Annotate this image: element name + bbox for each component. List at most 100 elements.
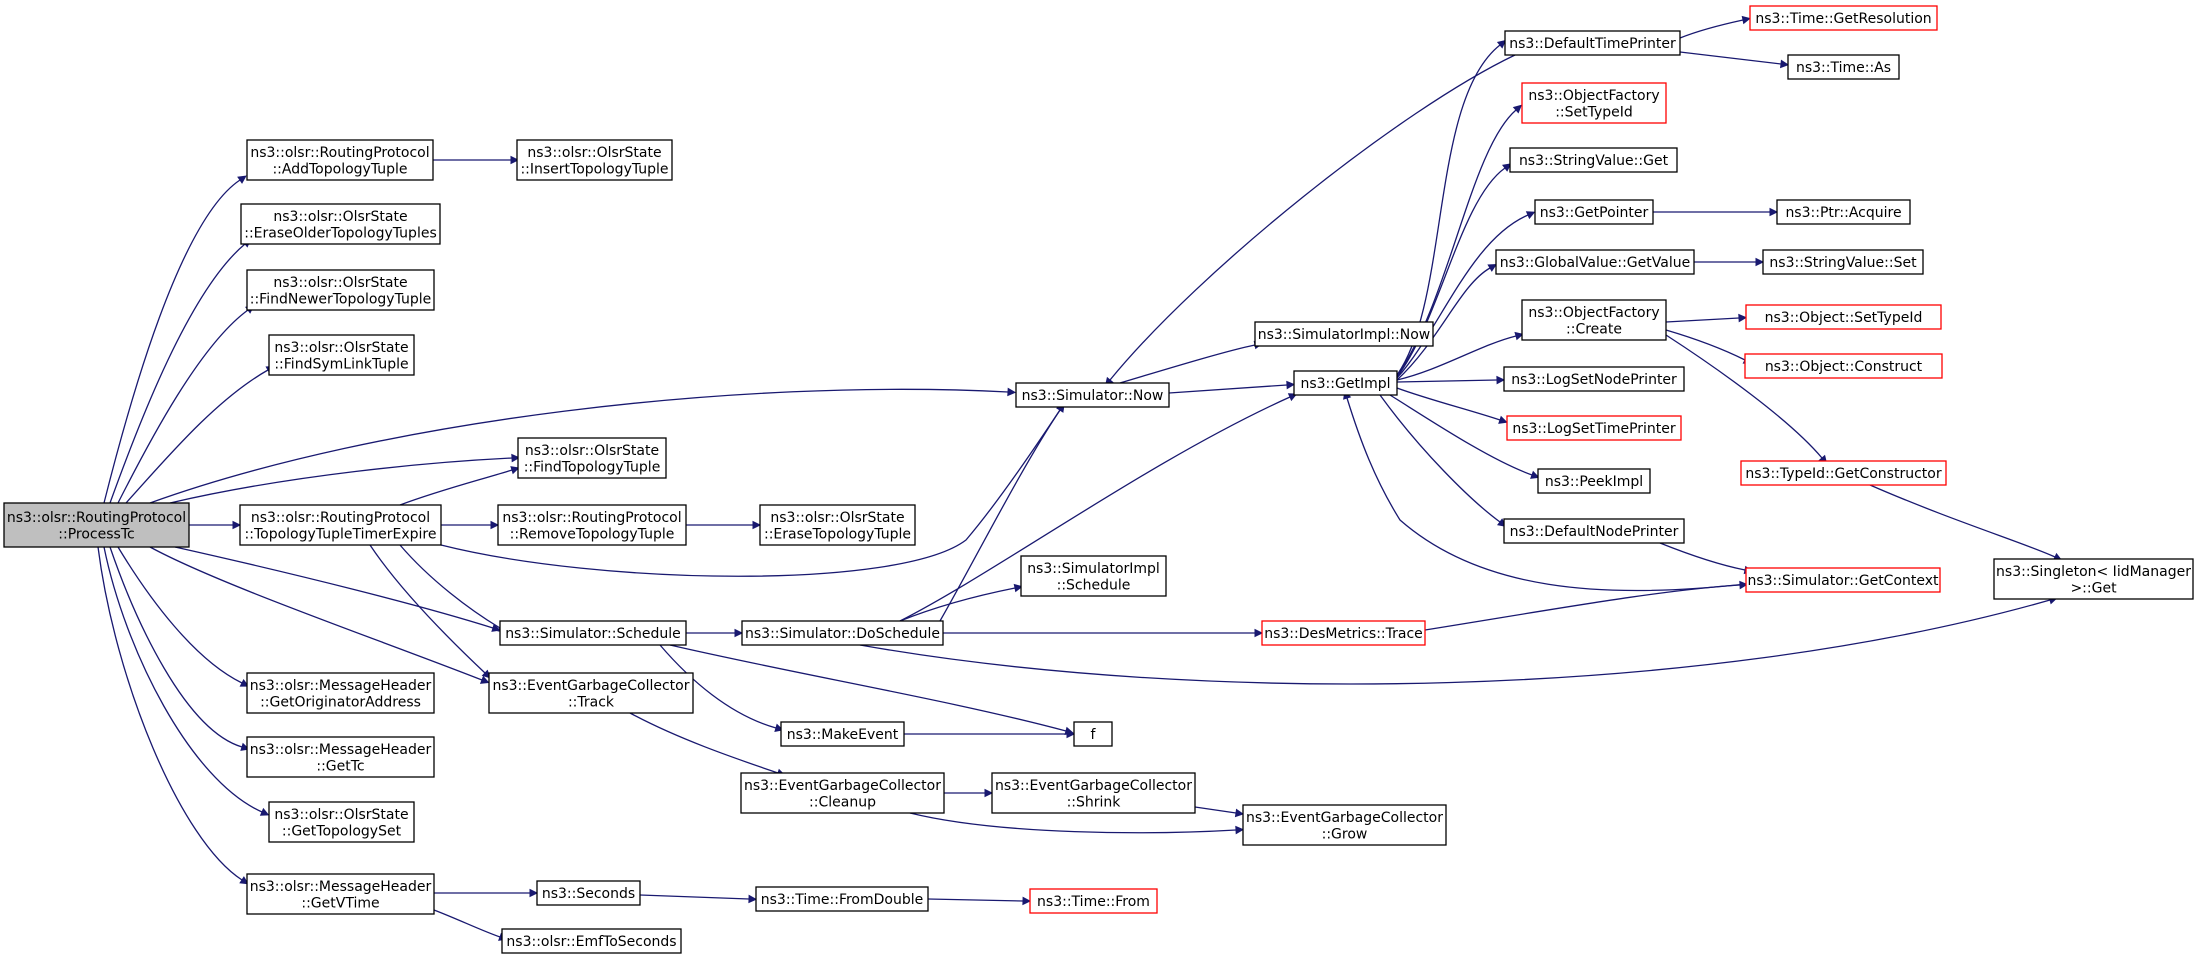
- node-seconds[interactable]: ns3::Seconds: [536, 880, 641, 906]
- edge-arrowhead: [1496, 375, 1506, 385]
- node-stringset[interactable]: ns3::StringValue::Set: [1762, 249, 1924, 275]
- node-getvtime[interactable]: ns3::olsr::MessageHeader::GetVTime: [246, 873, 435, 915]
- node-removetopology[interactable]: ns3::olsr::RoutingProtocol::RemoveTopolo…: [497, 504, 687, 546]
- edge-timerexpire-to-findtopology: [399, 466, 520, 506]
- edge-line: [1665, 334, 1823, 459]
- node-findsymlink[interactable]: ns3::olsr::OlsrState::FindSymLinkTuple: [268, 334, 415, 376]
- edge-line: [149, 388, 1009, 504]
- node-box: [497, 504, 687, 546]
- node-objconstruct[interactable]: ns3::Object::Construct: [1744, 353, 1943, 379]
- node-implschedule[interactable]: ns3::SimulatorImpl::Schedule: [1020, 555, 1167, 597]
- node-box: [1506, 415, 1682, 441]
- node-processtc[interactable]: ns3::olsr::RoutingProtocol::ProcessTc: [3, 502, 190, 548]
- edge-now-to-getimpl: [1168, 380, 1296, 394]
- node-timefrom[interactable]: ns3::Time::From: [1029, 888, 1158, 914]
- node-getconstructor[interactable]: ns3::TypeId::GetConstructor: [1740, 460, 1947, 486]
- node-objsettypeid[interactable]: ns3::Object::SetTypeId: [1745, 304, 1942, 330]
- node-f[interactable]: f: [1073, 721, 1113, 747]
- node-label-line: ns3::olsr::OlsrState: [273, 209, 407, 225]
- nodes-layer: ns3::olsr::RoutingProtocol::ProcessTcns3…: [3, 5, 2194, 954]
- node-label-line: ::Cleanup: [809, 794, 876, 810]
- node-ptracquire[interactable]: ns3::Ptr::Acquire: [1776, 199, 1911, 225]
- edge-arrowhead: [1022, 896, 1032, 906]
- node-box: [501, 928, 682, 954]
- node-findtopology[interactable]: ns3::olsr::OlsrState::FindTopologyTuple: [517, 437, 667, 479]
- edge-line: [1109, 54, 1516, 381]
- node-getcontext[interactable]: ns3::Simulator::GetContext: [1745, 567, 1941, 593]
- node-label-line: ns3::olsr::RoutingProtocol: [251, 510, 430, 526]
- node-grow[interactable]: ns3::EventGarbageCollector::Grow: [1242, 804, 1447, 846]
- node-erasetopology[interactable]: ns3::olsr::OlsrState::EraseTopologyTuple: [759, 504, 916, 546]
- node-box: [1744, 353, 1943, 379]
- node-peekimpl[interactable]: ns3::PeekImpl: [1537, 468, 1651, 494]
- edge-getimpl-to-peekimpl: [1389, 394, 1540, 479]
- node-label-line: ns3::DefaultTimePrinter: [1509, 36, 1676, 52]
- node-label-line: ::Shrink: [1067, 794, 1122, 810]
- node-stringget[interactable]: ns3::StringValue::Get: [1509, 147, 1678, 173]
- node-label-line: ns3::LogSetTimePrinter: [1512, 421, 1676, 437]
- node-label-line: ns3::olsr::MessageHeader: [250, 879, 432, 895]
- node-track[interactable]: ns3::EventGarbageCollector::Track: [488, 672, 694, 714]
- node-now[interactable]: ns3::Simulator::Now: [1015, 382, 1170, 408]
- edge-processtc-to-track: [149, 546, 490, 684]
- edge-getimpl-to-globalgetvalue: [1396, 263, 1498, 381]
- node-getresolution[interactable]: ns3::Time::GetResolution: [1749, 5, 1938, 31]
- node-gettc[interactable]: ns3::olsr::MessageHeader::GetTc: [246, 736, 435, 778]
- edge-arrowhead: [1007, 387, 1017, 397]
- node-emftoseconds[interactable]: ns3::olsr::EmfToSeconds: [501, 928, 682, 954]
- node-label-line: ::ProcessTc: [58, 526, 134, 542]
- node-label-line: ::AddTopologyTuple: [272, 161, 407, 177]
- node-label-line: ns3::Time::FromDouble: [761, 892, 924, 908]
- node-box: [1745, 304, 1942, 330]
- node-makeevent[interactable]: ns3::MakeEvent: [780, 721, 905, 747]
- node-box: [240, 203, 441, 245]
- node-globalgetvalue[interactable]: ns3::GlobalValue::GetValue: [1495, 249, 1695, 275]
- node-label-line: ::TopologyTupleTimerExpire: [245, 526, 437, 542]
- node-gettopologyset[interactable]: ns3::olsr::OlsrState::GetTopologySet: [268, 801, 415, 843]
- node-addtopology[interactable]: ns3::olsr::RoutingProtocol::AddTopologyT…: [246, 139, 434, 181]
- edge-processtc-to-getvtime: [97, 546, 249, 885]
- edge-line: [109, 546, 243, 748]
- node-findnewer[interactable]: ns3::olsr::OlsrState::FindNewerTopologyT…: [246, 269, 435, 311]
- edge-arrowhead: [259, 807, 270, 816]
- node-getimpl[interactable]: ns3::GetImpl: [1293, 370, 1398, 396]
- node-fromdouble[interactable]: ns3::Time::FromDouble: [755, 886, 929, 912]
- node-trace[interactable]: ns3::DesMetrics::Trace: [1261, 620, 1426, 646]
- node-factorycreate[interactable]: ns3::ObjectFactory::Create: [1521, 299, 1667, 341]
- node-getpointer[interactable]: ns3::GetPointer: [1534, 199, 1654, 225]
- node-box: [1534, 199, 1654, 225]
- node-timerexpire[interactable]: ns3::olsr::RoutingProtocol::TopologyTupl…: [239, 504, 442, 546]
- node-label-line: ::FindSymLinkTuple: [274, 356, 408, 372]
- node-singletonget[interactable]: ns3::Singleton< IidManager >::Get: [1993, 558, 2194, 600]
- node-lognodeprinter[interactable]: ns3::LogSetNodePrinter: [1503, 366, 1685, 392]
- node-eraseolder[interactable]: ns3::olsr::OlsrState::EraseOlderTopology…: [240, 203, 441, 245]
- node-doschedule[interactable]: ns3::Simulator::DoSchedule: [741, 620, 944, 646]
- edge-line: [1194, 806, 1237, 814]
- node-schedule[interactable]: ns3::Simulator::Schedule: [499, 620, 687, 646]
- node-defaultnodeprinter[interactable]: ns3::DefaultNodePrinter: [1503, 518, 1685, 544]
- edge-timerexpire-to-schedule: [399, 544, 507, 633]
- node-logtimeprinter[interactable]: ns3::LogSetTimePrinter: [1506, 415, 1682, 441]
- edge-factorycreate-to-objconstruct: [1665, 329, 1753, 364]
- node-box: [991, 772, 1196, 814]
- node-box: [3, 502, 190, 548]
- node-box: [1740, 460, 1947, 486]
- edge-line: [1869, 484, 2056, 558]
- edge-arrowhead: [752, 520, 762, 530]
- node-defaulttimeprinter[interactable]: ns3::DefaultTimePrinter: [1504, 30, 1681, 56]
- node-shrink[interactable]: ns3::EventGarbageCollector::Shrink: [991, 772, 1196, 814]
- node-box: [1261, 620, 1426, 646]
- node-implnow[interactable]: ns3::SimulatorImpl::Now: [1254, 321, 1434, 347]
- node-cleanup[interactable]: ns3::EventGarbageCollector::Cleanup: [740, 772, 945, 814]
- edge-processtc-to-getorig: [117, 546, 250, 687]
- node-timeas[interactable]: ns3::Time::As: [1787, 54, 1900, 80]
- edge-processtc-to-findnewer: [117, 305, 255, 504]
- edge-line: [1119, 344, 1256, 384]
- edge-defaulttimeprinter-to-getresolution: [1679, 15, 1751, 39]
- edge-line: [169, 457, 513, 504]
- node-settypeid[interactable]: ns3::ObjectFactory::SetTypeId: [1521, 82, 1667, 124]
- node-label-line: ns3::LogSetNodePrinter: [1511, 372, 1677, 388]
- node-inserttopology[interactable]: ns3::olsr::OlsrState::InsertTopologyTupl…: [516, 139, 673, 181]
- node-getorig[interactable]: ns3::olsr::MessageHeader::GetOriginatorA…: [246, 672, 435, 714]
- edge-removetopology-to-erasetopology: [686, 520, 762, 530]
